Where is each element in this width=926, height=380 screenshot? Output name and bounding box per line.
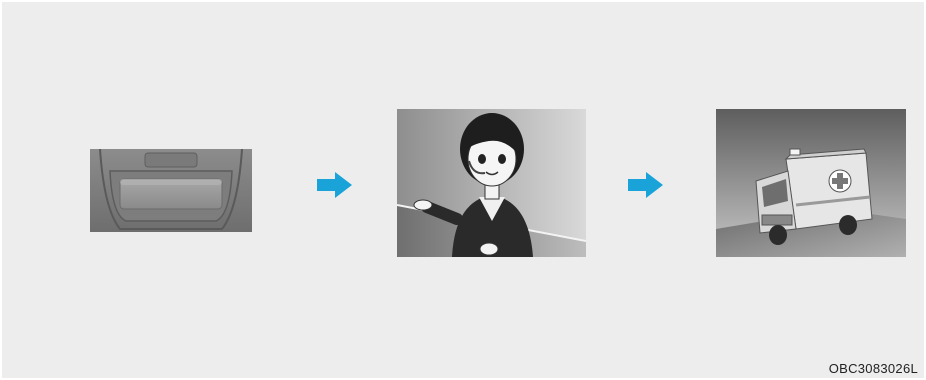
figure-code: OBC3083026L (829, 361, 918, 376)
right-arrow-icon (628, 172, 664, 198)
overhead-button-illustration (90, 149, 252, 232)
ambulance-illustration (716, 109, 906, 257)
right-arrow-icon (317, 172, 353, 198)
operator-illustration (397, 109, 586, 257)
